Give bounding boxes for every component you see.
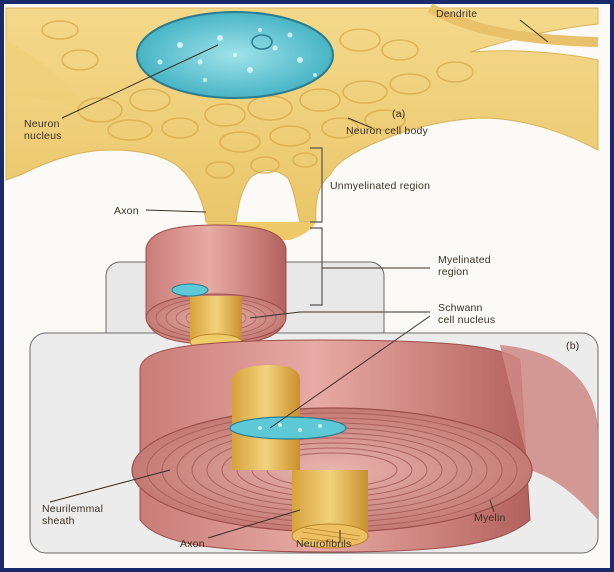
schwann-nucleus-small	[172, 284, 208, 296]
label-panel-a: (a)	[392, 108, 405, 120]
label-axon-top: Axon	[114, 205, 139, 217]
label-myelin: Myelin	[474, 512, 506, 524]
schwann-nucleus-large	[230, 417, 346, 439]
label-panel-b: (b)	[566, 340, 579, 352]
label-neurofibrils: Neurofibrils	[296, 538, 352, 550]
label-neuron-nucleus: Neuron nucleus	[24, 118, 62, 142]
label-neuron-cell-body: Neuron cell body	[346, 125, 428, 137]
label-neurilemmal-sheath: Neurilemmal sheath	[42, 503, 103, 527]
label-schwann-cell-nucleus: Schwann cell nucleus	[438, 302, 495, 326]
label-unmyelinated-region: Unmyelinated region	[330, 180, 430, 192]
label-dendrite: Dendrite	[436, 8, 477, 20]
label-myelinated-region: Myelinated region	[438, 254, 491, 278]
label-axon-bottom: Axon	[180, 538, 205, 550]
